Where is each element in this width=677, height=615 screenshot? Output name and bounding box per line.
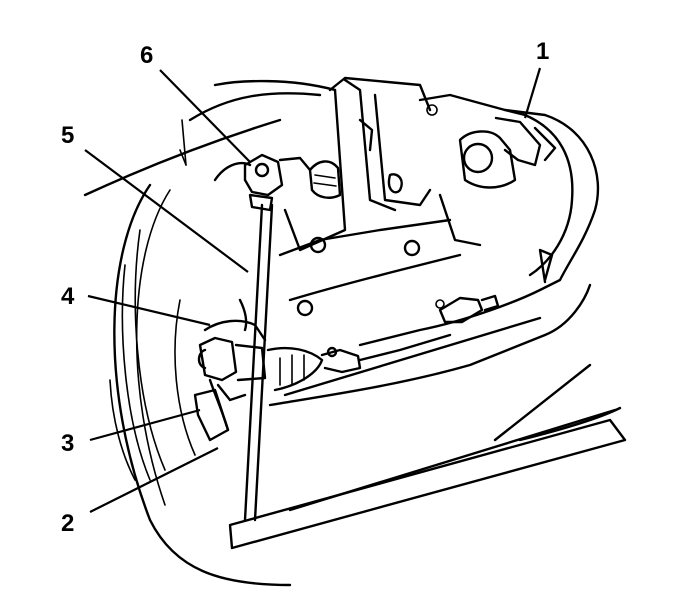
leader-1 (523, 67, 542, 119)
leader-6 (159, 69, 251, 163)
steering-knuckle (358, 93, 600, 347)
callout-6: 6 (140, 42, 154, 69)
leader-5 (84, 149, 249, 273)
stabilizer-link-rod (243, 203, 274, 522)
callout-5: 5 (61, 122, 75, 149)
brake-line-fitting (435, 294, 500, 324)
tire-arcs (109, 183, 292, 587)
leader-2 (89, 447, 219, 513)
callout-2: 2 (61, 510, 75, 537)
callout-4: 4 (61, 283, 75, 310)
body-panel (83, 76, 432, 197)
bracket-plate (278, 78, 462, 317)
upper-link-joint (213, 153, 342, 212)
leader-3 (89, 408, 201, 442)
lower-joint-cluster (193, 298, 452, 442)
leader-lines (84, 67, 542, 513)
leader-4 (87, 294, 211, 327)
callout-1: 1 (536, 38, 550, 65)
lower-arm-rail (228, 283, 627, 550)
callout-3: 3 (61, 430, 75, 457)
